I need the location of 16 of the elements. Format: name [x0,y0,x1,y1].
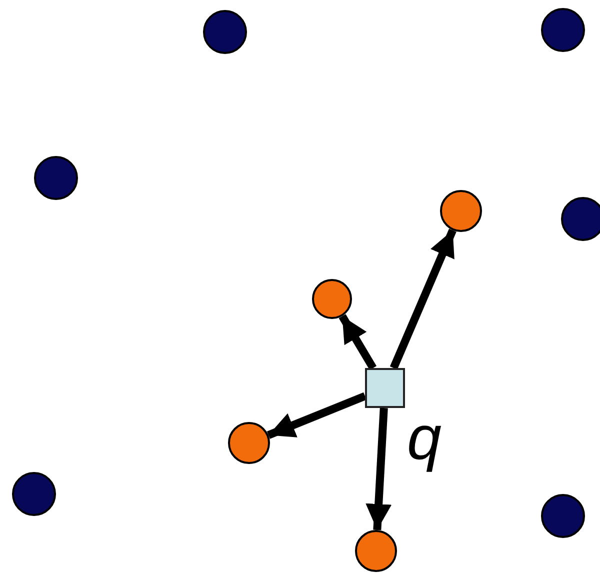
arrow [366,408,392,530]
neighbor-point [355,530,397,572]
neighbor-point [312,279,352,319]
data-point [561,197,600,241]
arrow [390,228,456,370]
arrow [266,392,366,439]
arrow [338,314,377,370]
data-point [34,156,78,200]
data-point [541,494,585,538]
data-point [541,8,585,52]
query-point [365,368,405,408]
point-label: q [407,408,442,470]
data-point [203,10,247,54]
neighbor-point [228,422,270,464]
data-point [12,472,56,516]
neighbor-point [440,190,482,232]
